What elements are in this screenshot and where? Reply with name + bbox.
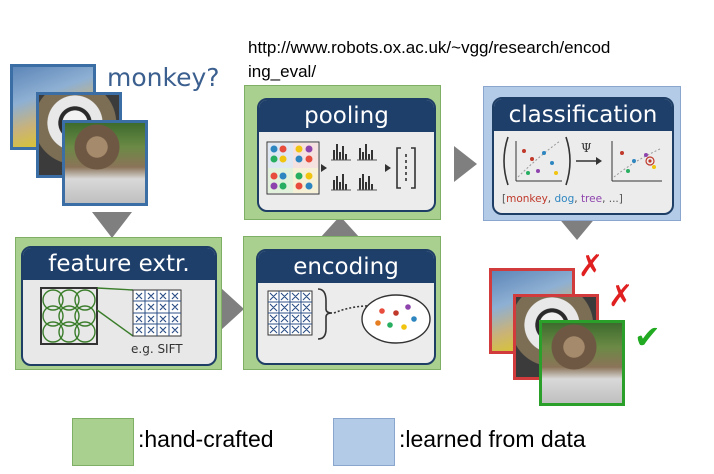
class-label-dog: dog xyxy=(554,193,575,205)
input-photo-monkey xyxy=(62,120,148,206)
encoding-illustration xyxy=(267,288,431,344)
class-labels-sep: , xyxy=(602,193,609,205)
feature-illustration xyxy=(40,287,182,345)
class-label-tree: tree xyxy=(580,193,603,205)
pooling-illustration xyxy=(266,141,416,195)
classification-illustration xyxy=(503,136,662,186)
legend-label-learned: :learned from data xyxy=(399,426,586,452)
source-url-line2: ing_eval/ xyxy=(248,62,317,81)
feature-caption: e.g. SIFT xyxy=(131,342,183,356)
query-label: monkey? xyxy=(107,63,220,92)
legend-label-hand-crafted: :hand-crafted xyxy=(138,426,274,452)
class-labels-open: [ xyxy=(502,193,507,205)
psi-symbol: Ψ xyxy=(581,141,592,155)
feature-panel: feature extr. e.g. SIFT xyxy=(21,246,217,366)
legend-swatch-hand-crafted xyxy=(72,418,134,466)
source-url-line1: http://www.robots.ox.ac.uk/~vgg/research… xyxy=(248,38,611,57)
stage-encoding: encoding xyxy=(243,236,441,370)
legend-swatch-learned xyxy=(333,418,395,466)
encoding-title: encoding xyxy=(258,251,434,283)
result-photo-monkey xyxy=(539,320,625,406)
class-labels-sep: , xyxy=(574,193,581,205)
class-labels-sep: , xyxy=(547,193,555,205)
source-url[interactable]: http://www.robots.ox.ac.uk/~vgg/research… xyxy=(248,36,708,84)
arrow-down-to-feature xyxy=(92,212,132,238)
stage-classification: classification Ψ [monkey, dog, tree, ...… xyxy=(483,86,681,221)
classification-panel: classification Ψ [monkey, dog, tree, ...… xyxy=(492,97,674,215)
class-label-monkey: monkey xyxy=(506,193,548,205)
arrow-right-to-encoding xyxy=(221,288,244,330)
pooling-panel: pooling xyxy=(257,98,436,212)
arrow-down-to-results xyxy=(557,216,597,240)
result-mark-wrong-2: ✗ xyxy=(608,279,634,314)
class-labels: [monkey, dog, tree, ...] xyxy=(502,193,672,205)
class-labels-close: ] xyxy=(618,193,623,205)
pooling-title: pooling xyxy=(259,100,434,132)
classification-title: classification xyxy=(494,99,672,131)
result-mark-correct: ✔ xyxy=(634,318,661,356)
stage-pooling: pooling xyxy=(244,85,441,220)
stage-feature-extraction: feature extr. e.g. SIFT xyxy=(15,237,222,370)
encoding-panel: encoding xyxy=(256,249,436,365)
arrow-up-to-pooling xyxy=(320,216,360,238)
result-mark-wrong-1: ✗ xyxy=(578,249,604,284)
feature-title: feature extr. xyxy=(23,248,215,280)
class-label-more: ... xyxy=(608,193,619,205)
arrow-right-to-classification xyxy=(454,146,477,182)
